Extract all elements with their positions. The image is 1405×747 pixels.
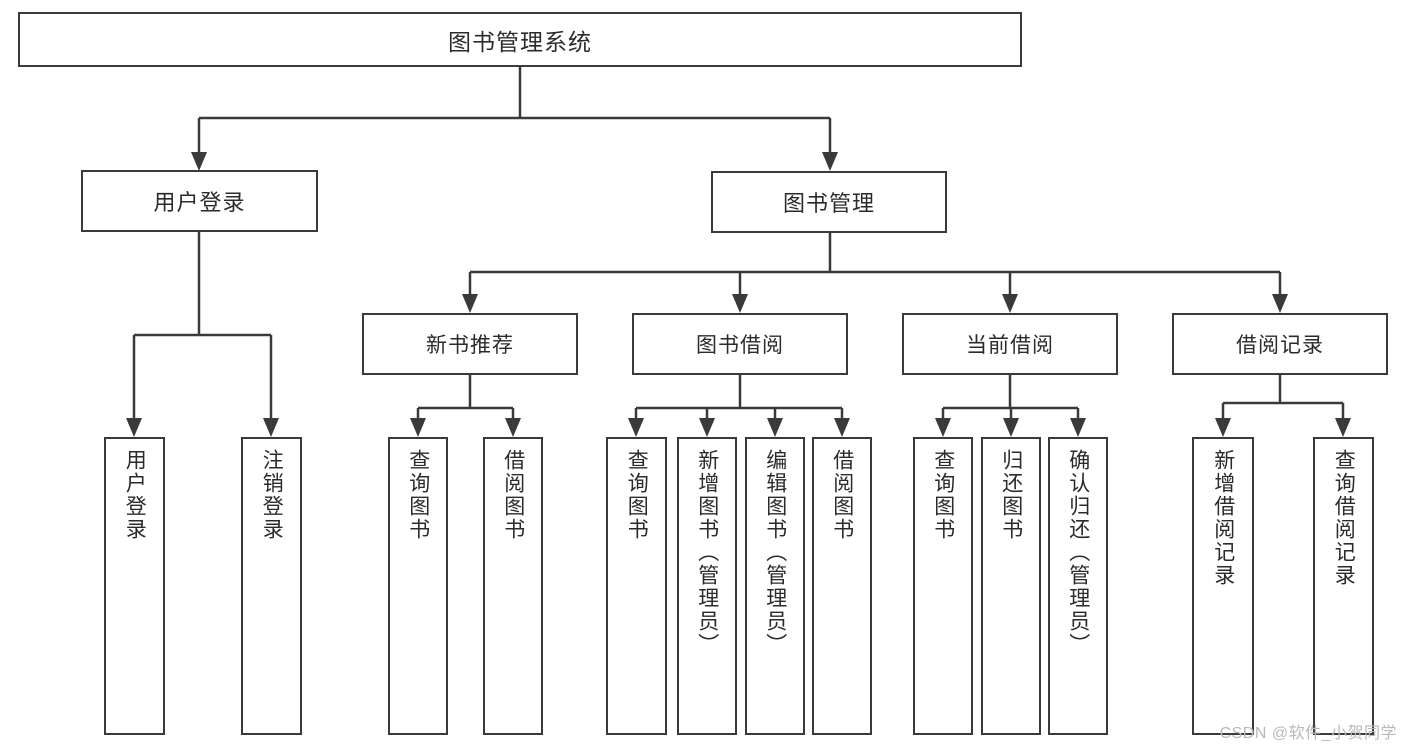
leaf-current-borrow-2-label: 归还图书	[999, 449, 1023, 541]
leaf-user-login-1[interactable]: 用户登录	[104, 437, 165, 735]
arrow-cb-1	[935, 418, 951, 437]
leaf-new-book-recommend-2-label: 借阅图书	[501, 449, 525, 541]
leaf-book-borrow-4[interactable]: 借阅图书	[812, 437, 872, 735]
node-user-login-label: 用户登录	[153, 190, 246, 215]
leaf-current-borrow-2[interactable]: 归还图书	[981, 437, 1041, 735]
arrow-cb-2	[1003, 418, 1019, 437]
arrow-ul-child-1	[126, 418, 142, 437]
node-new-book-recommend[interactable]: 新书推荐	[362, 313, 578, 375]
arrow-br-2	[1335, 418, 1351, 437]
arrow-l3-4	[1272, 294, 1288, 313]
arrow-cb-3	[1070, 418, 1086, 437]
leaf-current-borrow-3-label: 确认归还（管理员）	[1066, 449, 1090, 656]
arrow-bb-2	[699, 418, 715, 437]
leaf-new-book-recommend-1[interactable]: 查询图书	[388, 437, 448, 735]
leaf-current-borrow-1-label: 查询图书	[931, 449, 955, 541]
leaf-book-borrow-1[interactable]: 查询图书	[606, 437, 667, 735]
leaf-book-borrow-2[interactable]: 新增图书（管理员）	[677, 437, 737, 735]
arrow-book-manage	[822, 152, 838, 171]
leaf-new-book-recommend-1-label: 查询图书	[406, 449, 430, 541]
leaf-book-borrow-3[interactable]: 编辑图书（管理员）	[745, 437, 805, 735]
watermark: CSDN @软件_小贺同学	[1219, 725, 1397, 742]
node-current-borrow[interactable]: 当前借阅	[902, 313, 1118, 375]
arrow-bb-4	[834, 418, 850, 437]
arrow-user-login	[191, 152, 207, 171]
leaf-book-borrow-2-label: 新增图书（管理员）	[695, 449, 719, 656]
leaf-current-borrow-3[interactable]: 确认归还（管理员）	[1048, 437, 1108, 735]
node-book-management[interactable]: 图书管理	[711, 171, 947, 233]
leaf-user-login-1-label: 用户登录	[123, 449, 147, 541]
node-borrow-record-label: 借阅记录	[1236, 334, 1324, 357]
node-user-login[interactable]: 用户登录	[81, 170, 318, 232]
arrow-bb-1	[628, 418, 644, 437]
leaf-borrow-record-2-label: 查询借阅记录	[1332, 449, 1356, 587]
arrow-nbr-2	[505, 418, 521, 437]
arrow-bb-3	[767, 418, 783, 437]
leaf-borrow-record-1-label: 新增借阅记录	[1211, 449, 1235, 587]
node-book-borrow-label: 图书借阅	[696, 334, 784, 357]
node-root-label: 图书管理系统	[448, 28, 592, 55]
leaf-book-borrow-1-label: 查询图书	[625, 449, 649, 541]
node-book-management-label: 图书管理	[782, 191, 875, 216]
arrow-br-1	[1215, 418, 1231, 437]
node-book-borrow[interactable]: 图书借阅	[632, 313, 848, 375]
arrow-nbr-1	[410, 418, 426, 437]
leaf-user-login-2[interactable]: 注销登录	[241, 437, 302, 735]
leaf-user-login-2-label: 注销登录	[260, 449, 284, 541]
leaf-borrow-record-2[interactable]: 查询借阅记录	[1313, 437, 1374, 735]
node-borrow-record[interactable]: 借阅记录	[1172, 313, 1388, 375]
leaf-new-book-recommend-2[interactable]: 借阅图书	[483, 437, 543, 735]
node-root[interactable]: 图书管理系统	[18, 12, 1022, 67]
leaf-book-borrow-3-label: 编辑图书（管理员）	[763, 449, 787, 656]
leaf-current-borrow-1[interactable]: 查询图书	[913, 437, 973, 735]
arrow-l3-1	[462, 294, 478, 313]
arrow-l3-3	[1002, 294, 1018, 313]
node-current-borrow-label: 当前借阅	[966, 334, 1054, 357]
node-new-book-recommend-label: 新书推荐	[426, 334, 514, 357]
arrow-l3-2	[732, 294, 748, 313]
arrow-ul-child-2	[263, 418, 279, 437]
leaf-book-borrow-4-label: 借阅图书	[830, 449, 854, 541]
leaf-borrow-record-1[interactable]: 新增借阅记录	[1192, 437, 1254, 735]
